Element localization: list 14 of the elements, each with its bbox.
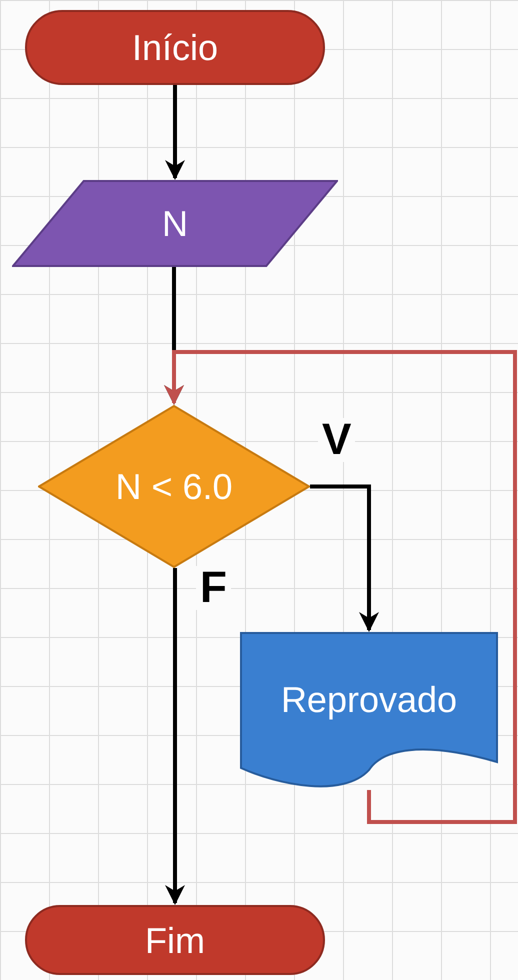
input-parallelogram	[12, 180, 338, 267]
arrow	[310, 484, 379, 632]
document-shape	[240, 632, 498, 790]
arrow	[165, 568, 185, 905]
decision-diamond	[38, 405, 310, 568]
node-label: Reprovado	[280, 678, 458, 722]
node-label: Fim	[145, 918, 205, 962]
node-label: Início	[132, 26, 218, 70]
node-label: N < 6.0	[115, 465, 233, 509]
edge-label: F	[196, 566, 231, 610]
edge-label: V	[318, 418, 356, 462]
arrow	[164, 350, 517, 824]
node-label: N	[162, 202, 188, 246]
arrow	[165, 85, 185, 180]
